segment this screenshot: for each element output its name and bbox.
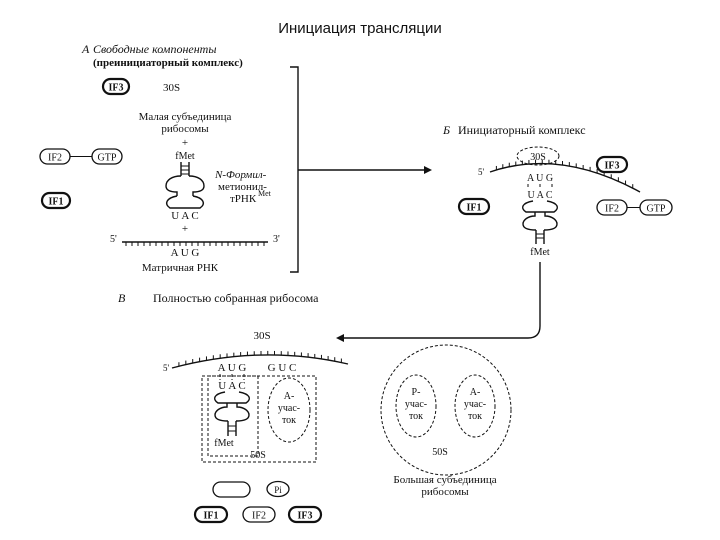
- panel-c-p-site-box: [207, 375, 259, 457]
- panel-c-heading: Полностью собранная рибосома: [153, 291, 319, 305]
- panel-c-30s-label: 30S: [253, 330, 270, 342]
- panel-c-a-site-line2: учас-: [278, 403, 300, 414]
- panel-a: А Свободные компоненты (преинициаторный …: [39, 42, 432, 274]
- mrna-label: Матричная РНК: [142, 262, 219, 274]
- panel-b-heading: Инициаторный комплекс: [458, 123, 586, 137]
- panel-c-letter: В: [118, 291, 126, 305]
- panel-c: В Полностью собранная рибосома 30S 5' A …: [118, 291, 512, 524]
- panel-b: Б Инициаторный комплекс 30S 5' IF3 A U G…: [336, 123, 673, 342]
- panel-b-five-prime: 5': [478, 167, 485, 177]
- panel-c-if1-label: IF1: [204, 511, 219, 522]
- panel-c-if2-label: IF2: [252, 511, 266, 522]
- page-title: Инициация трансляции: [278, 20, 442, 37]
- panel-b-if2-label: IF2: [605, 204, 619, 215]
- panel-c-if2-pill: [242, 506, 276, 523]
- large-p-site-line2: учас-: [405, 399, 427, 410]
- panel-b-mrna-arc: [489, 162, 641, 193]
- panel-b-codon-aug: A U G: [527, 173, 553, 184]
- arrow-head-b-to-c: [336, 334, 344, 342]
- panel-c-50s-box: [201, 375, 317, 463]
- panel-c-if3-label: IF3: [298, 511, 313, 522]
- panel-b-if3-pill: [595, 155, 629, 174]
- large-subunit-line1: Большая субъединица: [393, 474, 496, 486]
- large-p-site-line3: ток: [409, 411, 423, 422]
- large-50s-label: 50S: [432, 447, 448, 458]
- large-p-site-line1: Р-: [412, 387, 421, 398]
- trna-name-line1: N-Формил-: [214, 169, 267, 181]
- pi-label: Pi: [274, 485, 282, 495]
- panel-a-subheading: (преинициаторный комплекс): [93, 57, 243, 69]
- gtp-label: GTP: [98, 153, 117, 164]
- codon-aug: A U G: [171, 247, 200, 259]
- trna-name-line2: метионил-: [218, 181, 267, 193]
- large-a-site-oval: [454, 374, 496, 438]
- if1-pill: [40, 191, 72, 210]
- if3-label: IF3: [109, 83, 124, 94]
- fmet-label: fMet: [175, 151, 195, 162]
- panel-b-letter: Б: [442, 123, 450, 137]
- panel-b-gtp-label: GTP: [647, 204, 666, 215]
- panel-c-fmet-label: fMet: [214, 438, 234, 449]
- panel-c-if1-pill: [193, 505, 229, 524]
- large-a-site-line3: ток: [468, 411, 482, 422]
- if3-pill: [101, 77, 131, 96]
- mrna-strand: [122, 241, 268, 246]
- arrow-head-a-to-b: [424, 166, 432, 174]
- large-subunit-circle: [380, 344, 512, 476]
- mrna-five-prime: 5': [110, 234, 117, 245]
- gtp-pill: [91, 148, 123, 165]
- anticodon-uac: U A C: [171, 210, 199, 222]
- mrna-three-prime: 3': [273, 234, 280, 245]
- large-a-site-line1: А-: [470, 387, 481, 398]
- large-p-site-oval: [395, 374, 437, 438]
- large-subunit-line2: рибосомы: [421, 486, 469, 498]
- small-subunit-label-line1: Малая субъединица: [139, 111, 232, 123]
- panel-c-trna-shape: [213, 391, 251, 436]
- panel-b-if1-pill: [457, 197, 491, 216]
- panel-c-a-site-oval: [267, 377, 311, 443]
- panel-b-trna-shape: [521, 200, 559, 244]
- large-a-site-line2: учас-: [464, 399, 486, 410]
- panel-b-anticodon-uac: U A C: [527, 190, 552, 201]
- panel-c-if3-pill: [287, 505, 323, 524]
- arrow-b-to-c: [344, 262, 541, 339]
- if2-label: IF2: [48, 153, 62, 164]
- panel-c-a-site-line1: А-: [284, 391, 295, 402]
- panel-c-anticodon-uac: U A C: [218, 380, 246, 392]
- trna-met-superscript: Met: [258, 189, 272, 198]
- panel-b-gtp-pill: [639, 199, 673, 216]
- panel-b-fmet-label: fMet: [530, 247, 550, 258]
- trna-name-line3: тРНК: [230, 193, 257, 205]
- panel-c-mrna-ticks: [178, 350, 342, 367]
- panel-a-heading: Свободные компоненты: [93, 42, 216, 56]
- panel-c-codon-aug: A U G: [218, 362, 247, 374]
- plus-sign: +: [182, 137, 188, 149]
- panel-b-if1-label: IF1: [467, 203, 482, 214]
- panel-b-30s-label: 30S: [530, 152, 546, 163]
- panel-c-five-prime: 5': [163, 363, 170, 373]
- panel-c-50s-label: 50S: [250, 450, 266, 461]
- panel-b-30s-circle: [516, 146, 560, 166]
- panel-c-codon-guc: G U C: [268, 362, 297, 374]
- if1-label: IF1: [49, 197, 64, 208]
- panel-a-letter: А: [81, 42, 90, 56]
- empty-pill: [212, 481, 251, 498]
- pi-circle: [266, 480, 290, 498]
- panel-b-if3-label: IF3: [605, 161, 620, 172]
- panel-a-bracket: [290, 66, 299, 273]
- small-subunit-30s-label: 30S: [163, 82, 180, 94]
- small-subunit-label-line2: рибосомы: [161, 123, 209, 135]
- trna-shape: [165, 162, 205, 209]
- panel-c-a-site-line3: ток: [282, 415, 296, 426]
- plus-sign-2: +: [182, 223, 188, 235]
